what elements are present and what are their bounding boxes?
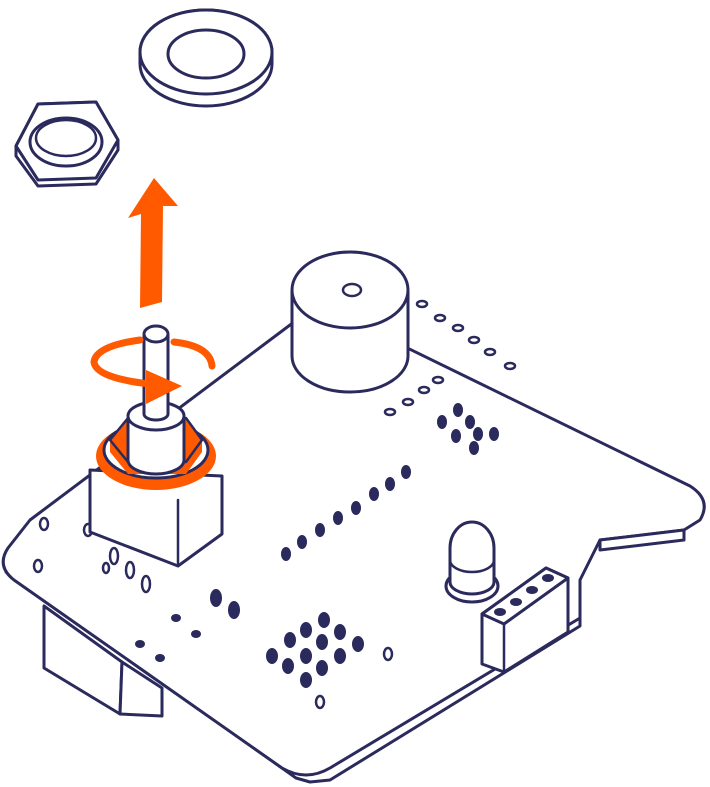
pad-rows [383,299,517,417]
buzzer-icon [290,250,410,394]
pin-header-icon [480,566,570,674]
rotation-arrow-icon [90,336,216,404]
component-dots-row [281,465,411,561]
component-dots-right [437,403,499,455]
toggle-switch-icon [88,324,224,568]
lift-arrow-icon [128,178,178,308]
component-dots-bottom [266,612,394,710]
hex-nut-icon [14,100,120,188]
led-icon [444,520,500,604]
washer-icon [138,8,274,108]
component-dots-left [32,516,240,662]
